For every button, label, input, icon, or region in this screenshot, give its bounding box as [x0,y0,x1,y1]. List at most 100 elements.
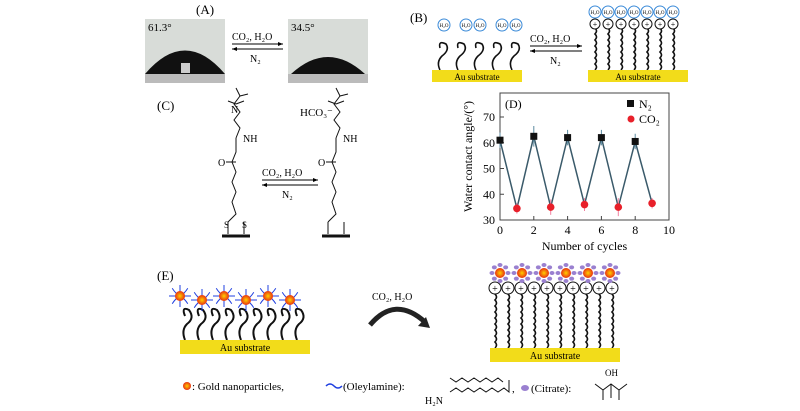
ammonium-icon [566,281,580,295]
water-label: H₂O [604,11,613,16]
plus-sign: + [570,284,576,295]
water-label: H₂O [512,24,521,29]
collapsed-chain [437,41,449,71]
citrate-structure [594,383,628,400]
nh-label: NH [243,134,257,145]
citrate-ligand [547,265,553,270]
x-axis-label: Number of cycles [542,239,628,253]
water-molecule-icon [666,5,680,19]
collapsed-chain [455,41,467,71]
bicarbonate-label: HCO₃⁻ [300,107,333,119]
citrate-ligand [511,271,517,275]
water-molecule-icon [627,5,641,19]
legend-e: : Gold nanoparticles, (Oleylamine): H₂N … [183,368,628,407]
separator: , [512,383,515,395]
collapsed-chain [224,307,235,341]
arrowhead-icon [418,317,430,328]
plus-sign: + [658,20,663,29]
molecule-protonated [322,87,350,238]
water-molecule-icon [640,5,654,19]
y-tick-label: 70 [483,110,495,124]
plus-sign: + [544,284,550,295]
ammonium-icon [553,281,567,295]
stretched-chain [593,27,598,71]
arrow-e-label: CO₂, H₂O [372,292,412,303]
stretched-chain [584,287,589,349]
legend-citrate: (Citrate): [531,383,571,395]
citrate-ligand [503,265,509,270]
s-label: S [242,220,247,230]
ammonium-icon [602,18,614,30]
citrate-ligand [555,271,561,275]
stretched-chain [558,287,563,349]
angle-right: 34.5° [291,22,315,34]
citrate-ligand [519,263,525,267]
citrate-ligand [615,271,621,275]
au-substrate-e-left [180,340,310,354]
collapsed-chain [473,41,485,71]
water-label: H₂O [669,11,678,16]
collapsed-chain [210,307,221,341]
arrow-c-reverse-label: N₂ [282,190,293,201]
citrate-ligand [525,265,531,270]
gold-nanoparticle-icon [183,382,191,390]
citrate-ligand [547,276,553,281]
y-axis-label: Water contact angle/(°) [461,101,475,212]
data-point-co2 [513,204,521,213]
data-point-n2 [496,136,504,144]
citrate-ligand [535,265,541,270]
collapsed-chain [182,307,193,341]
stretched-chain [632,27,637,71]
gold-nanoparticle [561,268,571,278]
citrate-ligand [513,276,519,281]
citrate-ligand [525,276,531,281]
stretched-chain [506,287,511,349]
o-label: O [218,158,225,169]
arrow-b-reverse-label: N₂ [550,56,561,67]
y-tick-label: 50 [483,162,495,176]
citrate-gold-np-brush: ++++++++++ [488,263,621,349]
citrate-ligand [497,279,503,283]
chart-title: (D) [505,97,522,111]
citrate-ligand [535,276,541,281]
citrate-ligand [563,263,569,267]
data-point-co2 [580,200,589,209]
water-molecule-icon [459,18,473,32]
water-label: H₂O [630,11,639,16]
collapsed-chain [252,307,263,341]
plus-sign: + [671,20,676,29]
ammonium-icon [527,281,541,295]
stretched-chain [658,27,663,71]
water-label: H₂O [643,11,652,16]
data-point-n2 [631,137,639,145]
x-tick-label: 8 [632,223,638,237]
water-molecule-icon [601,5,615,19]
plus-sign: + [606,20,611,29]
plus-sign: + [557,284,563,295]
citrate-ligand [607,263,613,267]
gold-nanoparticle [285,295,295,305]
citrate-ligand [571,271,577,275]
y-tick-label: 30 [483,213,495,227]
stretched-chain [532,287,537,349]
plus-sign: + [645,20,650,29]
ammonium-icon [615,18,627,30]
plus-sign: + [492,284,498,295]
citrate-ligand [591,265,597,270]
au-substrate-b-right [588,70,688,82]
citrate-ligand [541,263,547,267]
angle-left: 61.3° [148,22,172,34]
citrate-ligand [489,271,495,275]
gold-np-loaded-brush [169,285,305,341]
citrate-ligand [491,276,497,281]
y-tick-label: 60 [483,136,495,150]
legend-oleylamine: (Oleylamine): [343,381,405,393]
citrate-ligand [541,279,547,283]
gold-nanoparticle [539,268,549,278]
panel-e-label: (E) [157,268,174,283]
arrow-a-reverse-label: N₂ [250,54,261,65]
substrate-label: Au substrate [220,343,271,354]
panel-b-label: (B) [410,10,427,25]
